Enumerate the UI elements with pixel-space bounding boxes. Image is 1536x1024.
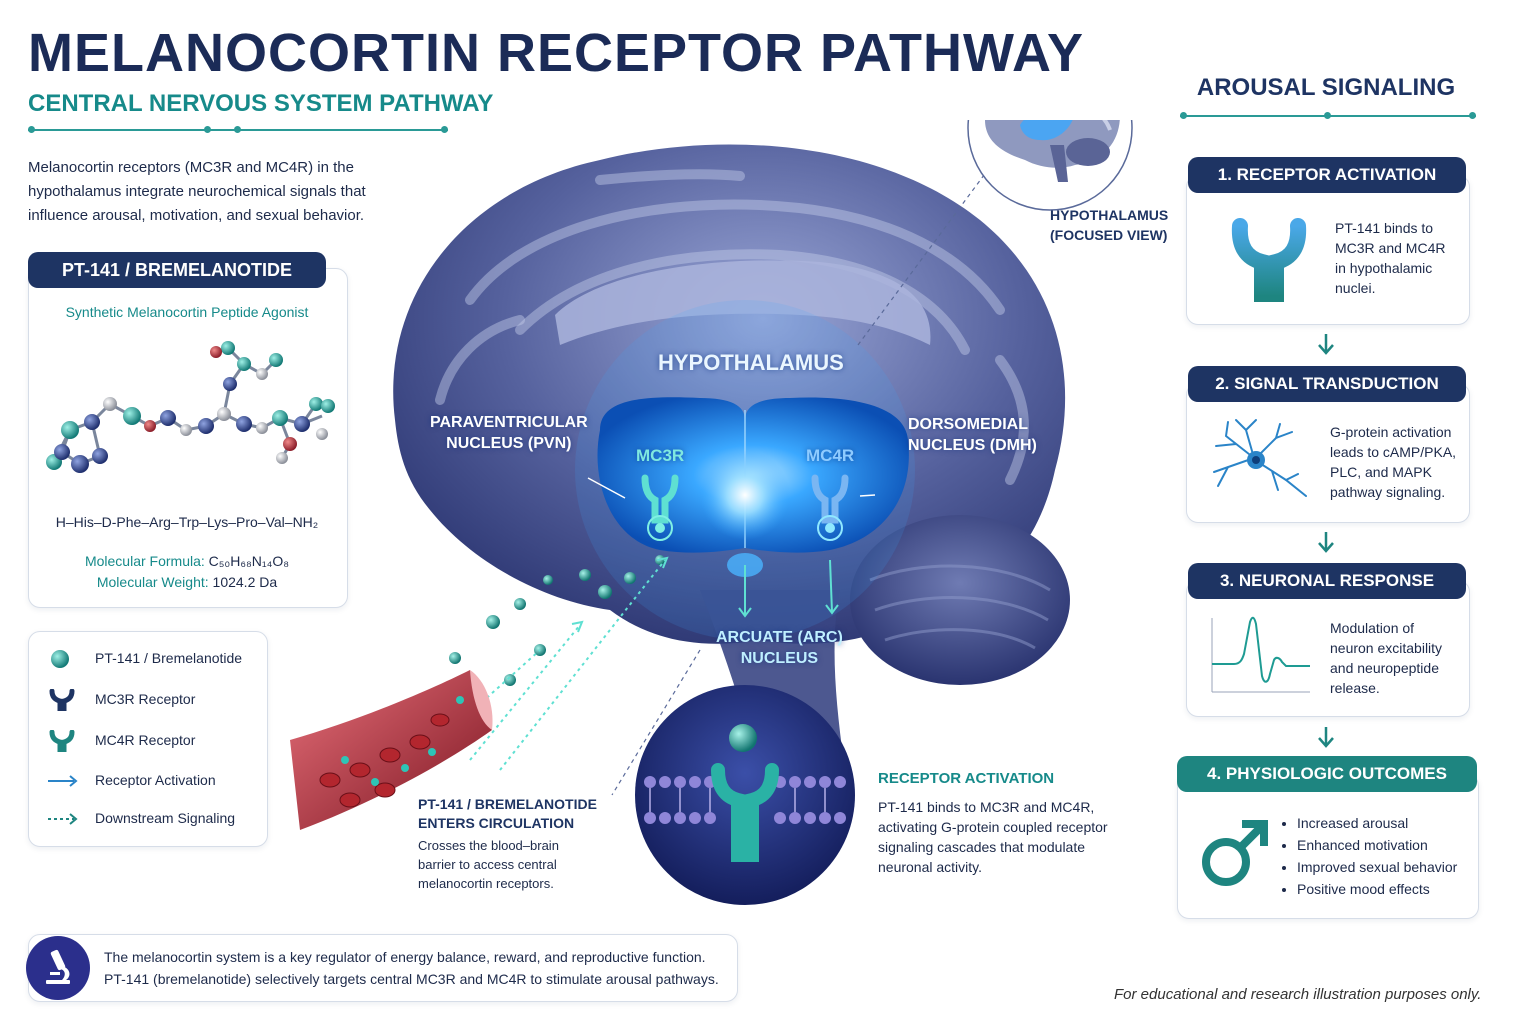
sphere-icon (51, 650, 69, 668)
mc4r-label: MC4R (806, 446, 855, 465)
legend-label: MC3R Receptor (95, 691, 196, 707)
molecule-model (46, 341, 335, 473)
dmh-label-line1: DORSOMEDIAL (908, 416, 1028, 433)
hypothalamus-label: HYPOTHALAMUS (658, 350, 844, 375)
disclaimer: For educational and research illustratio… (1114, 986, 1482, 1003)
step-4-title: 4. PHYSIOLOGIC OUTCOMES (1177, 756, 1477, 792)
pvn-label: PARAVENTRICULAR NUCLEUS (PVN) (430, 412, 588, 454)
receptor-icon (49, 730, 75, 752)
footer-text: The melanocortin system is a key regulat… (104, 946, 734, 990)
outcome-item: Positive mood effects (1297, 878, 1457, 900)
legend-item-downstream: Downstream Signaling (28, 804, 266, 834)
step-3-text: Modulation of neuron excitability and ne… (1330, 620, 1443, 696)
formula-value: C₅₀H₆₈N₁₄O₈ (208, 553, 290, 569)
peptide-sequence: H–His–D-Phe–Arg–Trp–Lys–Pro–Val–NH₂ (55, 514, 319, 530)
step-4-card (1177, 774, 1479, 919)
legend-item-mc4r: MC4R Receptor (28, 726, 266, 756)
step-2-title: 2. SIGNAL TRANSDUCTION (1188, 366, 1466, 402)
ligand-sphere (729, 724, 757, 752)
legend-label: MC4R Receptor (95, 732, 196, 748)
cerebellum (850, 515, 1070, 685)
receptor-icon (49, 689, 75, 711)
outcomes-list: Increased arousal Enhanced motivation Im… (1282, 812, 1457, 900)
arc-label-line2: NUCLEUS (740, 650, 819, 667)
receptor-icon (711, 763, 779, 862)
molecular-info: Molecular Formula: C₅₀H₆₈N₁₄O₈ Molecular… (28, 551, 346, 593)
cell-membrane (644, 776, 846, 824)
receptor-icon (1231, 218, 1307, 302)
receptor-activation-title: RECEPTOR ACTIVATION (878, 770, 1055, 787)
footer-line2: PT-141 (bremelanotide) selectively targe… (104, 971, 719, 987)
focused-view-line2: (FOCUSED VIEW) (1050, 227, 1168, 243)
action-potential-graph-icon (1211, 616, 1310, 693)
neuron-icon (1213, 419, 1307, 497)
footer-note-card (28, 934, 738, 1002)
receptor-activation-text: PT-141 binds to MC3R and MC4R, activatin… (878, 799, 1108, 875)
step-1-text: PT-141 binds to MC3R and MC4R in hypotha… (1335, 220, 1446, 296)
focused-view-label: HYPOTHALAMUS (FOCUSED VIEW) (1050, 205, 1168, 245)
drug-subtitle: Synthetic Melanocortin Peptide Agonist (65, 304, 309, 320)
legend-label: PT-141 / Bremelanotide (95, 650, 243, 666)
outcome-item: Increased arousal (1297, 812, 1457, 834)
microscope-icon (46, 949, 70, 984)
pvn-label-line1: PARAVENTRICULAR (430, 414, 588, 431)
brain-illustration (290, 120, 1133, 905)
arousal-title: AROUSAL SIGNALING (1196, 74, 1456, 101)
footer-line1: The melanocortin system is a key regulat… (104, 949, 706, 965)
mc3r-receptor (641, 474, 679, 541)
arrow-down-icon (1318, 727, 1334, 748)
arrow-down-icon (1318, 532, 1334, 553)
outcome-item: Enhanced motivation (1297, 834, 1457, 856)
male-symbol-icon (1202, 820, 1268, 886)
step-2-card (1186, 383, 1470, 523)
mc3r-label: MC3R (636, 446, 685, 465)
arc-label: ARCUATE (ARC) NUCLEUS (716, 627, 843, 669)
page-subtitle: CENTRAL NERVOUS SYSTEM PATHWAY (28, 90, 494, 117)
legend-item-mc3r: MC3R Receptor (28, 685, 266, 715)
cerebrum (393, 144, 1066, 644)
circulation-text: Crosses the blood–brain barrier to acces… (418, 838, 559, 891)
dmh-label-line2: NUCLEUS (DMH) (908, 437, 1037, 454)
drug-card (28, 268, 348, 608)
arrow-down-icon (1318, 334, 1334, 355)
intro-text: Melanocortin receptors (MC3R and MC4R) i… (28, 159, 366, 224)
legend-item-pt141: PT-141 / Bremelanotide (28, 644, 266, 674)
arousal-divider (1180, 112, 1476, 119)
legend-label: Receptor Activation (95, 772, 216, 788)
dotted-arrow-icon (48, 813, 78, 825)
step-3-title: 3. NEURONAL RESPONSE (1188, 563, 1466, 599)
legend-item-activation: Receptor Activation (28, 766, 266, 796)
drug-name-badge: PT-141 / BREMELANOTIDE (28, 252, 326, 288)
weight-value: 1024.2 Da (212, 574, 278, 590)
step-3-card (1186, 580, 1470, 717)
pvn-label-line2: NUCLEUS (PVN) (446, 435, 572, 452)
legend-label: Downstream Signaling (95, 810, 236, 826)
microscope-badge (26, 936, 90, 1000)
step-2-text: G-protein activation leads to cAMP/PKA, … (1330, 424, 1457, 500)
outcome-item: Improved sexual behavior (1297, 856, 1457, 878)
title-divider (28, 126, 448, 133)
corpus-callosum (555, 260, 931, 345)
page-title: MELANOCORTIN RECEPTOR PATHWAY (28, 23, 1085, 83)
formula-label: Molecular Formula: (84, 553, 205, 569)
step-1-title: 1. RECEPTOR ACTIVATION (1188, 157, 1466, 193)
arrow-icon (48, 775, 78, 787)
arc-label-line1: ARCUATE (ARC) (716, 629, 843, 646)
circulation-title: PT-141 / BREMELANOTIDE ENTERS CIRCULATIO… (418, 795, 597, 833)
circulation-title-line1: PT-141 / BREMELANOTIDE (418, 796, 597, 812)
weight-label: Molecular Weight: (96, 574, 209, 590)
step-1-card (1186, 175, 1470, 325)
mc4r-receptor (811, 474, 849, 541)
circulation-title-line2: ENTERS CIRCULATION (418, 815, 575, 831)
dmh-label: DORSOMEDIAL NUCLEUS (DMH) (908, 414, 1037, 456)
focused-view-line1: HYPOTHALAMUS (1050, 207, 1169, 223)
